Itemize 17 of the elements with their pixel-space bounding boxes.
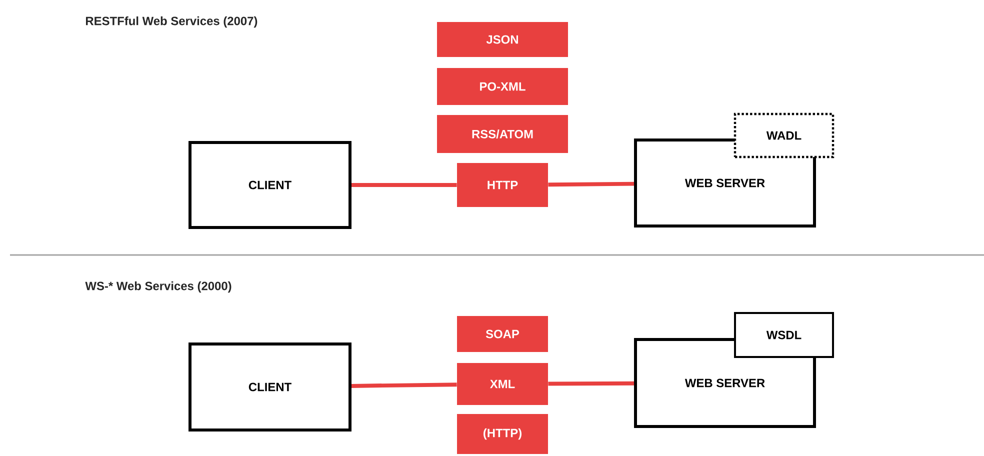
protocol-box: RSS/ATOM (437, 115, 568, 153)
protocol-box: HTTP (457, 163, 548, 207)
protocol-box: (HTTP) (457, 414, 548, 454)
protocol-box: JSON (437, 22, 568, 57)
section-title: RESTFful Web Services (2007) (86, 16, 258, 28)
description-box: WADL (734, 112, 834, 158)
section-title: WS-* Web Services (2000) (85, 281, 232, 293)
connector-line (548, 182, 634, 187)
description-box: WSDL (734, 312, 834, 358)
connector-line (351, 382, 457, 388)
protocol-box: SOAP (457, 316, 548, 352)
protocol-box: PO-XML (437, 68, 568, 105)
connector-line (352, 183, 457, 187)
system-box: CLIENT (188, 141, 352, 229)
system-box: CLIENT (188, 342, 352, 432)
protocol-box: XML (457, 363, 548, 405)
connector-line (548, 381, 634, 386)
